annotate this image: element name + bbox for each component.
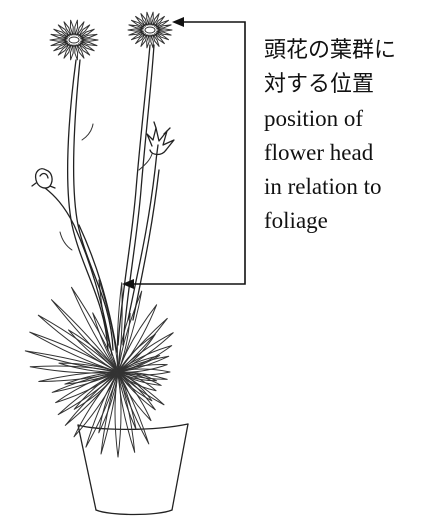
annotation-label: 頭花の葉群に 対する位置 position of flower head in … <box>264 34 444 238</box>
label-en-line-4: foliage <box>264 204 444 238</box>
label-en-line-3: in relation to <box>264 170 444 204</box>
flower-head-left <box>50 20 98 60</box>
ray-petal <box>151 35 154 48</box>
ray-petal <box>147 12 150 25</box>
label-ja-line-1: 頭花の葉群に <box>264 34 444 68</box>
flower-disc <box>141 24 159 36</box>
flower-head-right <box>128 12 172 48</box>
arrow-head-top <box>172 17 184 27</box>
flower-disc-inner <box>69 37 79 43</box>
flower-disc <box>65 34 83 46</box>
label-en-line-2: flower head <box>264 136 444 170</box>
flower-disc-inner <box>145 27 155 33</box>
ray-petal <box>147 35 150 48</box>
stems <box>45 45 159 355</box>
side-flower <box>147 122 174 155</box>
label-ja-line-2: 対する位置 <box>264 68 444 102</box>
ray-petal <box>151 12 154 25</box>
bracket-arrow <box>122 17 245 289</box>
flower-bud <box>32 169 55 188</box>
label-en-line-1: position of <box>264 102 444 136</box>
